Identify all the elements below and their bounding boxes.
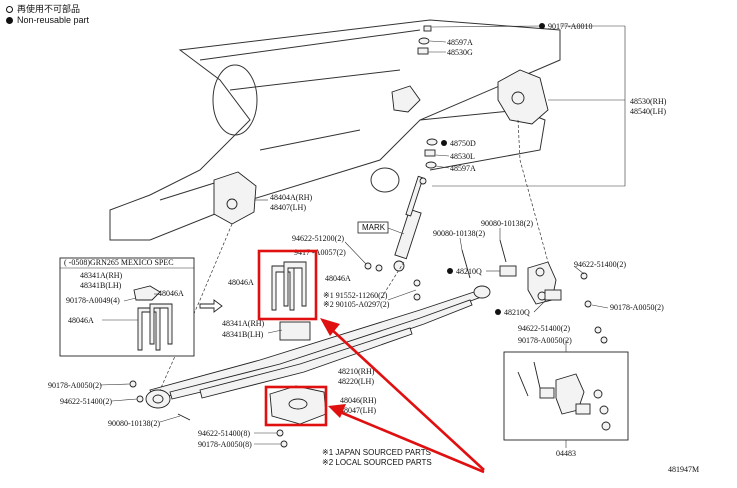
u-bolts <box>271 261 311 341</box>
highlight-arrow-line-upper <box>329 327 485 471</box>
label-91552: ※1 91552-11260(2) <box>323 291 388 300</box>
label-90080-c: 90080-10138(2) <box>108 419 160 428</box>
label-48220lh: 48220(LH) <box>338 377 374 386</box>
label-94622-b: 94622-51400(2) <box>574 260 626 269</box>
highlight-annotations <box>257 249 485 474</box>
label-mark: MARK <box>362 223 386 232</box>
label-48597a-mid: 48597A <box>450 164 476 173</box>
nonreusable-dot-icon <box>495 309 501 315</box>
label-48046a-left: 48046A <box>228 278 254 287</box>
inset-48341b-lh: 48341B(LH) <box>80 281 122 290</box>
legend-nonreusable: Non-reusable part <box>6 15 89 26</box>
label-48210rh: 48210(RH) <box>338 367 375 376</box>
label-94622-d: 94622-51400(2) <box>60 397 112 406</box>
legend: 再使用不可部品 Non-reusable part <box>6 4 89 26</box>
label-94622-e: 94622-51400(8) <box>198 429 250 438</box>
dashed-leaders <box>159 119 549 391</box>
inset-shackle-kit: 04483 <box>503 340 629 458</box>
shackle-hanger <box>391 69 549 125</box>
spring-seat <box>269 385 327 425</box>
label-48407: 48407(LH) <box>270 203 306 212</box>
label-90178-c: 90178-A0050(2) <box>48 381 102 390</box>
shackle-assembly <box>461 239 592 308</box>
legend-reusable: 再使用不可部品 <box>6 4 89 15</box>
label-48047lh: 48047(LH) <box>340 406 376 415</box>
label-48530rh: 48530(RH) <box>630 97 667 106</box>
nonreusable-dot-icon <box>539 23 545 29</box>
inset-48046a-top: 48046A <box>158 289 184 298</box>
nonreusable-dot-icon <box>447 268 453 274</box>
hollow-dot-icon <box>6 6 13 14</box>
highlight-spring-seat-box <box>264 385 328 427</box>
label-90080-b: 90080-10138(2) <box>481 219 533 228</box>
shock-absorber <box>393 175 427 272</box>
label-48341a-rh: 48341A(RH) <box>222 319 265 328</box>
highlight-u-bolt-box <box>257 249 318 321</box>
label-48341b-lh: 48341B(LH) <box>222 330 264 339</box>
inset-48046a-left: 48046A <box>68 316 94 325</box>
label-90178-d: 90178-A0050(8) <box>198 440 252 449</box>
inset-48341a-rh: 48341A(RH) <box>80 271 123 280</box>
filled-dot-icon <box>6 17 13 25</box>
highlight-arrowhead-upper <box>320 318 340 336</box>
label-48530g: 48530G <box>447 48 473 57</box>
label-94622-a: 94622-51200(2) <box>292 234 344 243</box>
label-48530l: 48530L <box>450 152 475 161</box>
label-90177: 90177-A0010 <box>548 22 592 31</box>
label-9417-a: 9417 -A0057(2) <box>294 248 346 257</box>
label-48597a-top: 48597A <box>447 38 473 47</box>
label-48210q-a: 48210Q <box>456 267 482 276</box>
label-90080-a: 90080-10138(2) <box>433 229 485 238</box>
figure-number: 481947M <box>668 465 699 474</box>
inset-mexico-spec: ( -0508)GRN265 MEXICO SPEC 48341A(RH) 48… <box>59 257 195 357</box>
label-48750d: 48750D <box>450 139 476 148</box>
label-90178-b: 90178-A0050(2) <box>518 336 572 345</box>
highlight-arrowhead-lower <box>328 404 346 418</box>
note-japan-sourced: ※1 JAPAN SOURCED PARTS <box>322 448 431 457</box>
label-48210q-b: 48210Q <box>504 308 530 317</box>
mark-box <box>357 221 389 234</box>
label-48046a-right: 48046A <box>325 274 351 283</box>
label-90105: ※2 90105-A0297(2) <box>323 300 390 309</box>
label-94622-c: 94622-51400(2) <box>518 324 570 333</box>
spring-bracket <box>213 171 257 225</box>
note-local-sourced: ※2 LOCAL SOURCED PARTS <box>322 458 432 467</box>
label-48404a: 48404A(RH) <box>270 193 313 202</box>
inset-arrow-icon <box>199 299 223 313</box>
part-labels: 90177-A0010 48597A 48530G 48530(RH) 4854… <box>48 22 699 474</box>
nonreusable-dot-icon <box>441 140 447 146</box>
label-48540lh: 48540(LH) <box>630 107 666 116</box>
inset-90178: 90178-A0049(4) <box>66 296 120 305</box>
inset-title: ( -0508)GRN265 MEXICO SPEC <box>64 258 174 267</box>
small-parts-top <box>417 25 438 169</box>
highlight-arrow-line-lower <box>339 410 485 474</box>
label-48046rh: 48046(RH) <box>340 396 377 405</box>
label-90178-a: 90178-A0050(2) <box>610 303 664 312</box>
chassis-frame <box>109 19 561 241</box>
leaf-spring <box>145 285 491 409</box>
label-04483: 04483 <box>556 449 576 458</box>
